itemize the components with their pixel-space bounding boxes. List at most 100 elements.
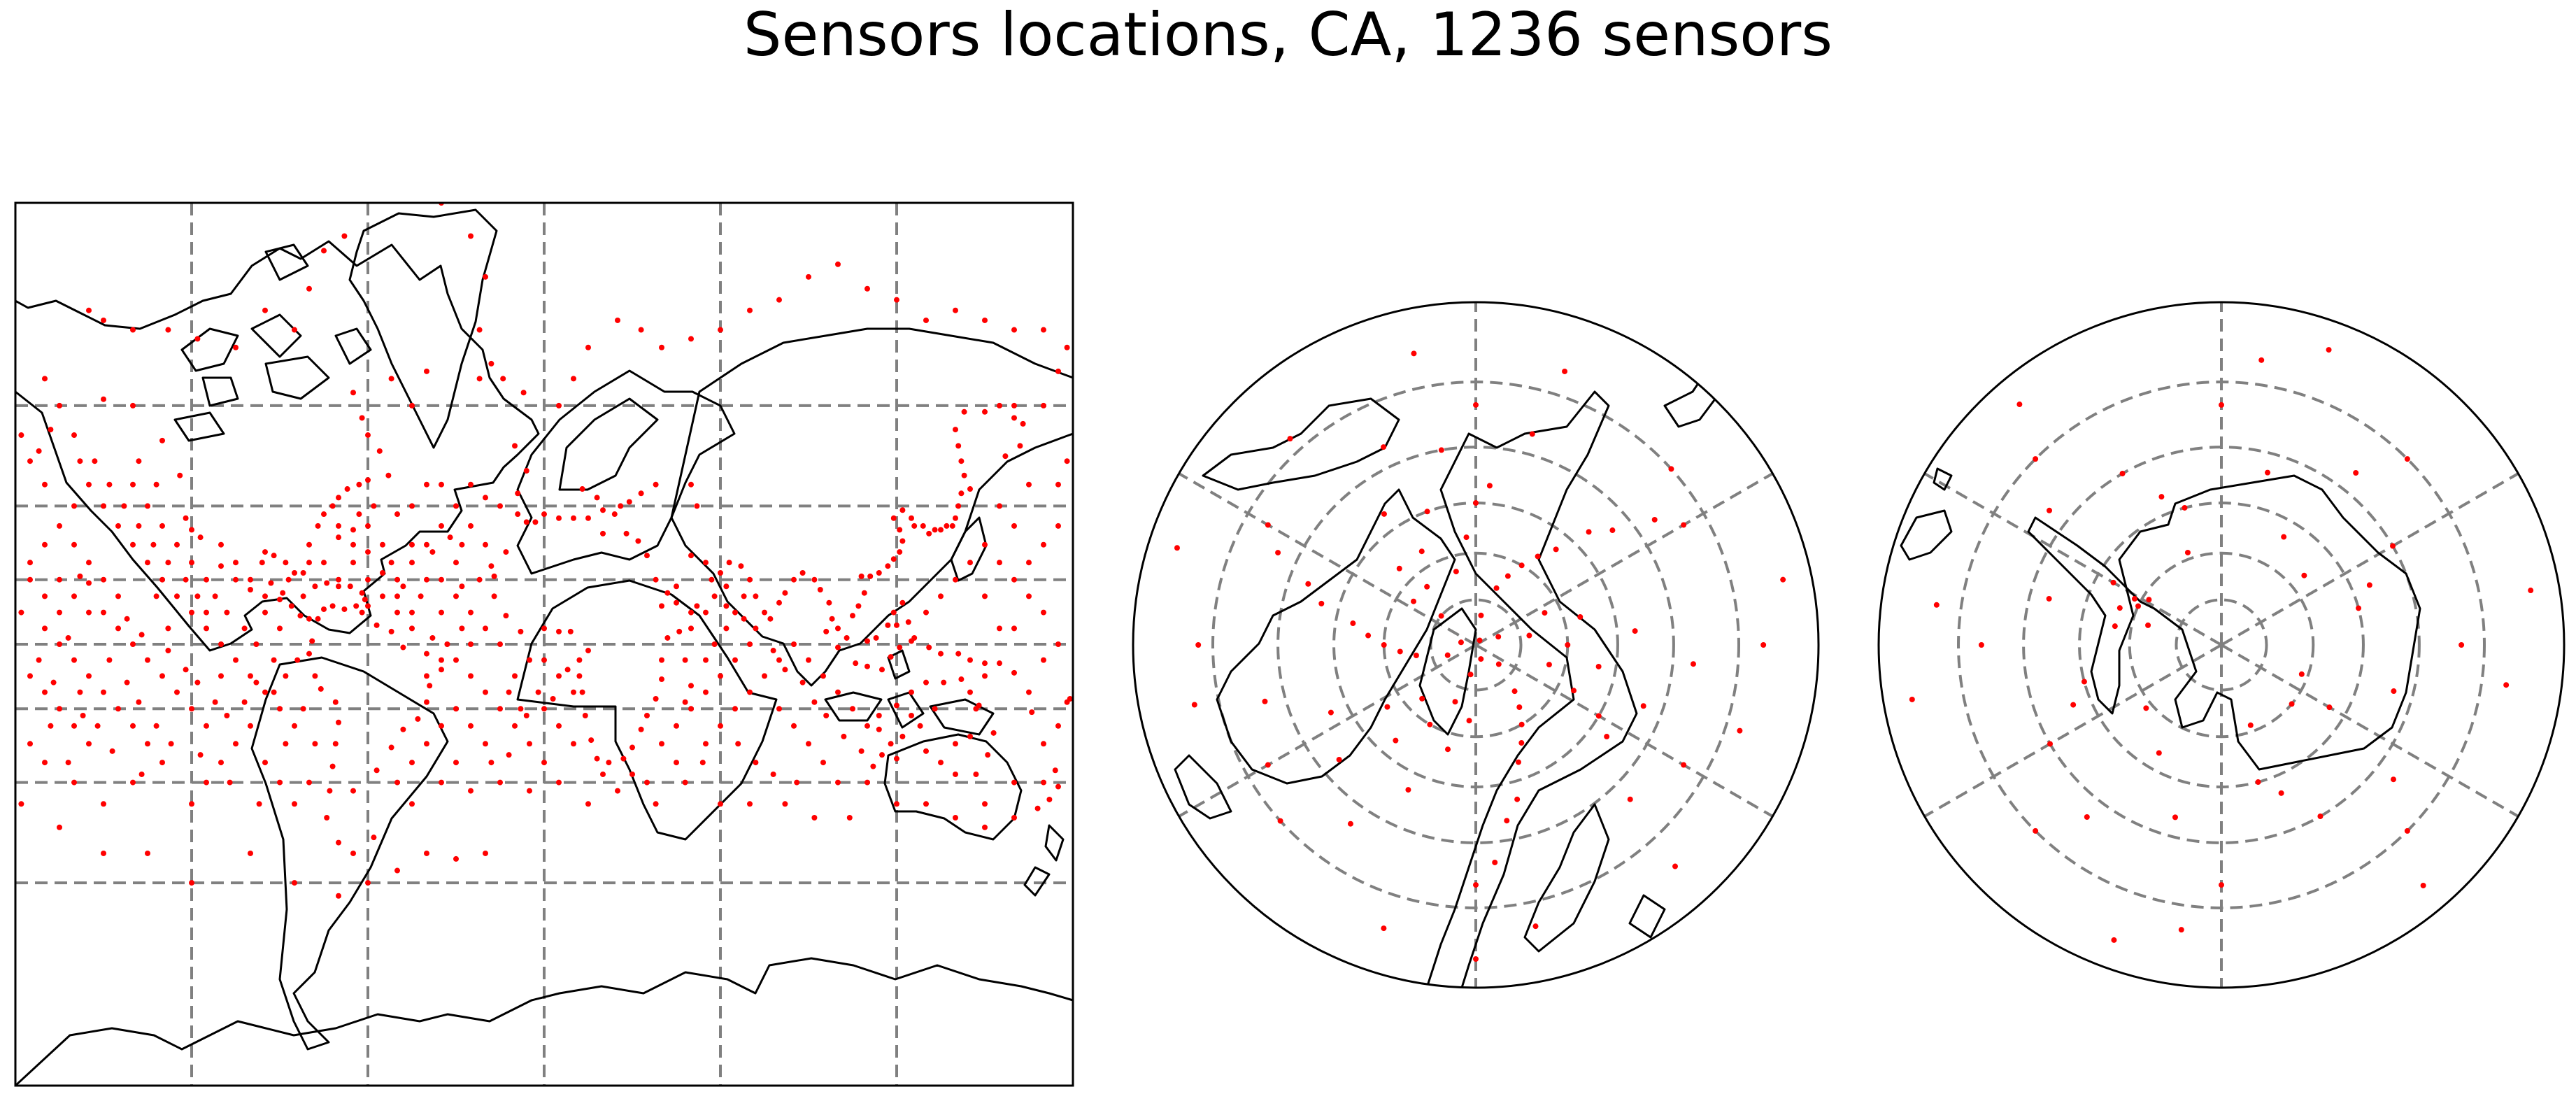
sensor-point — [130, 327, 136, 333]
sensor-point — [1418, 548, 1425, 555]
sensor-point — [982, 801, 988, 807]
sensor-point — [703, 560, 709, 566]
sensor-point — [876, 570, 882, 576]
sensor-point — [1011, 779, 1017, 786]
sensor-point — [1424, 583, 1430, 590]
sensor-point — [1478, 656, 1484, 662]
sensor-point — [512, 443, 518, 449]
sensor-point — [582, 712, 588, 718]
sensor-point — [197, 752, 204, 758]
sensor-point — [897, 527, 903, 533]
sensor-point — [256, 801, 262, 807]
sensor-point — [439, 523, 444, 529]
sensor-point — [248, 576, 253, 583]
sensor-point — [541, 760, 547, 766]
sensor-point — [738, 563, 744, 569]
sensor-point — [350, 390, 356, 396]
sensor-point — [955, 651, 962, 657]
sensor-point — [585, 515, 591, 521]
sensor-point — [424, 741, 429, 747]
coast-north-america-polar — [1216, 488, 1456, 785]
sensor-point — [835, 261, 841, 267]
sensor-point — [42, 625, 48, 632]
sensor-point — [130, 402, 136, 409]
sensor-point — [1041, 657, 1046, 663]
sensor-point — [520, 390, 527, 396]
sensor-point — [741, 616, 747, 622]
sensor-point — [967, 733, 973, 739]
sensor-point — [1473, 956, 1479, 963]
mercator-coastlines — [15, 208, 1073, 1086]
sensor-point — [248, 673, 253, 679]
sensor-point — [1174, 545, 1180, 551]
sensor-point — [976, 702, 982, 709]
sensor-point — [376, 448, 383, 454]
sensor-point — [350, 850, 356, 856]
sensor-point — [571, 689, 576, 695]
sensor-point — [674, 599, 679, 606]
sensor-point — [770, 648, 776, 654]
sensor-point — [439, 667, 444, 673]
sensor-point — [1495, 661, 1502, 667]
sensor-point — [2281, 534, 2287, 540]
sensor-point — [909, 712, 914, 718]
sensor-point — [400, 726, 406, 732]
sensor-point — [997, 560, 1002, 566]
sensor-point — [189, 560, 194, 566]
sensor-point — [341, 233, 348, 239]
sensor-point — [594, 755, 600, 762]
sensor-point — [1397, 648, 1403, 655]
sensor-point — [2033, 456, 2039, 462]
sensor-point — [424, 850, 429, 856]
sensor-point — [424, 699, 429, 705]
sensor-point — [101, 850, 106, 856]
sensor-point — [1305, 581, 1311, 587]
sensor-point — [523, 712, 529, 718]
sensor-point — [811, 814, 818, 821]
sensor-point — [1627, 796, 1633, 802]
sensor-point — [306, 616, 312, 622]
coast-antarctica — [15, 957, 1073, 1086]
south-polar-graticule — [1923, 302, 2519, 988]
sensor-point — [791, 576, 797, 583]
sensor-point — [130, 779, 136, 786]
sensor-point — [1328, 709, 1334, 716]
sensor-point — [439, 609, 444, 616]
sensor-point — [629, 771, 635, 777]
sensor-point — [145, 503, 150, 509]
sensor-point — [189, 706, 194, 712]
sensor-point — [876, 726, 882, 732]
sensor-point — [42, 593, 48, 599]
sensor-point — [194, 336, 201, 342]
sensor-point — [585, 344, 591, 350]
sensor-point — [1542, 610, 1548, 616]
sensor-point — [48, 723, 54, 729]
coast-australia — [883, 733, 1023, 841]
sensor-point — [2391, 688, 2397, 695]
sensor-point — [718, 327, 723, 333]
sensor-point — [283, 560, 289, 566]
sensor-point — [938, 760, 944, 766]
sensor-point — [982, 824, 988, 830]
sensor-point — [1011, 814, 1017, 821]
sensor-point — [853, 660, 859, 667]
sensor-point — [2116, 605, 2123, 611]
sensor-point — [1419, 695, 1425, 702]
sensor-point — [2326, 347, 2332, 353]
sensor-point — [153, 723, 159, 729]
sensor-point — [523, 519, 529, 525]
sensor-point — [415, 716, 421, 722]
sensor-point — [982, 317, 988, 323]
sensor-point — [897, 549, 903, 555]
sensor-point — [512, 673, 518, 679]
sensor-point — [27, 560, 33, 566]
sensor-point — [194, 593, 201, 599]
sensor-point — [2112, 623, 2118, 630]
sensor-point — [18, 801, 24, 807]
sensor-point — [1055, 723, 1061, 729]
sensor-point — [42, 689, 48, 695]
sensor-point — [312, 673, 318, 679]
sensor-point — [248, 723, 253, 729]
sensor-point — [1381, 925, 1387, 932]
sensor-point — [990, 730, 997, 736]
